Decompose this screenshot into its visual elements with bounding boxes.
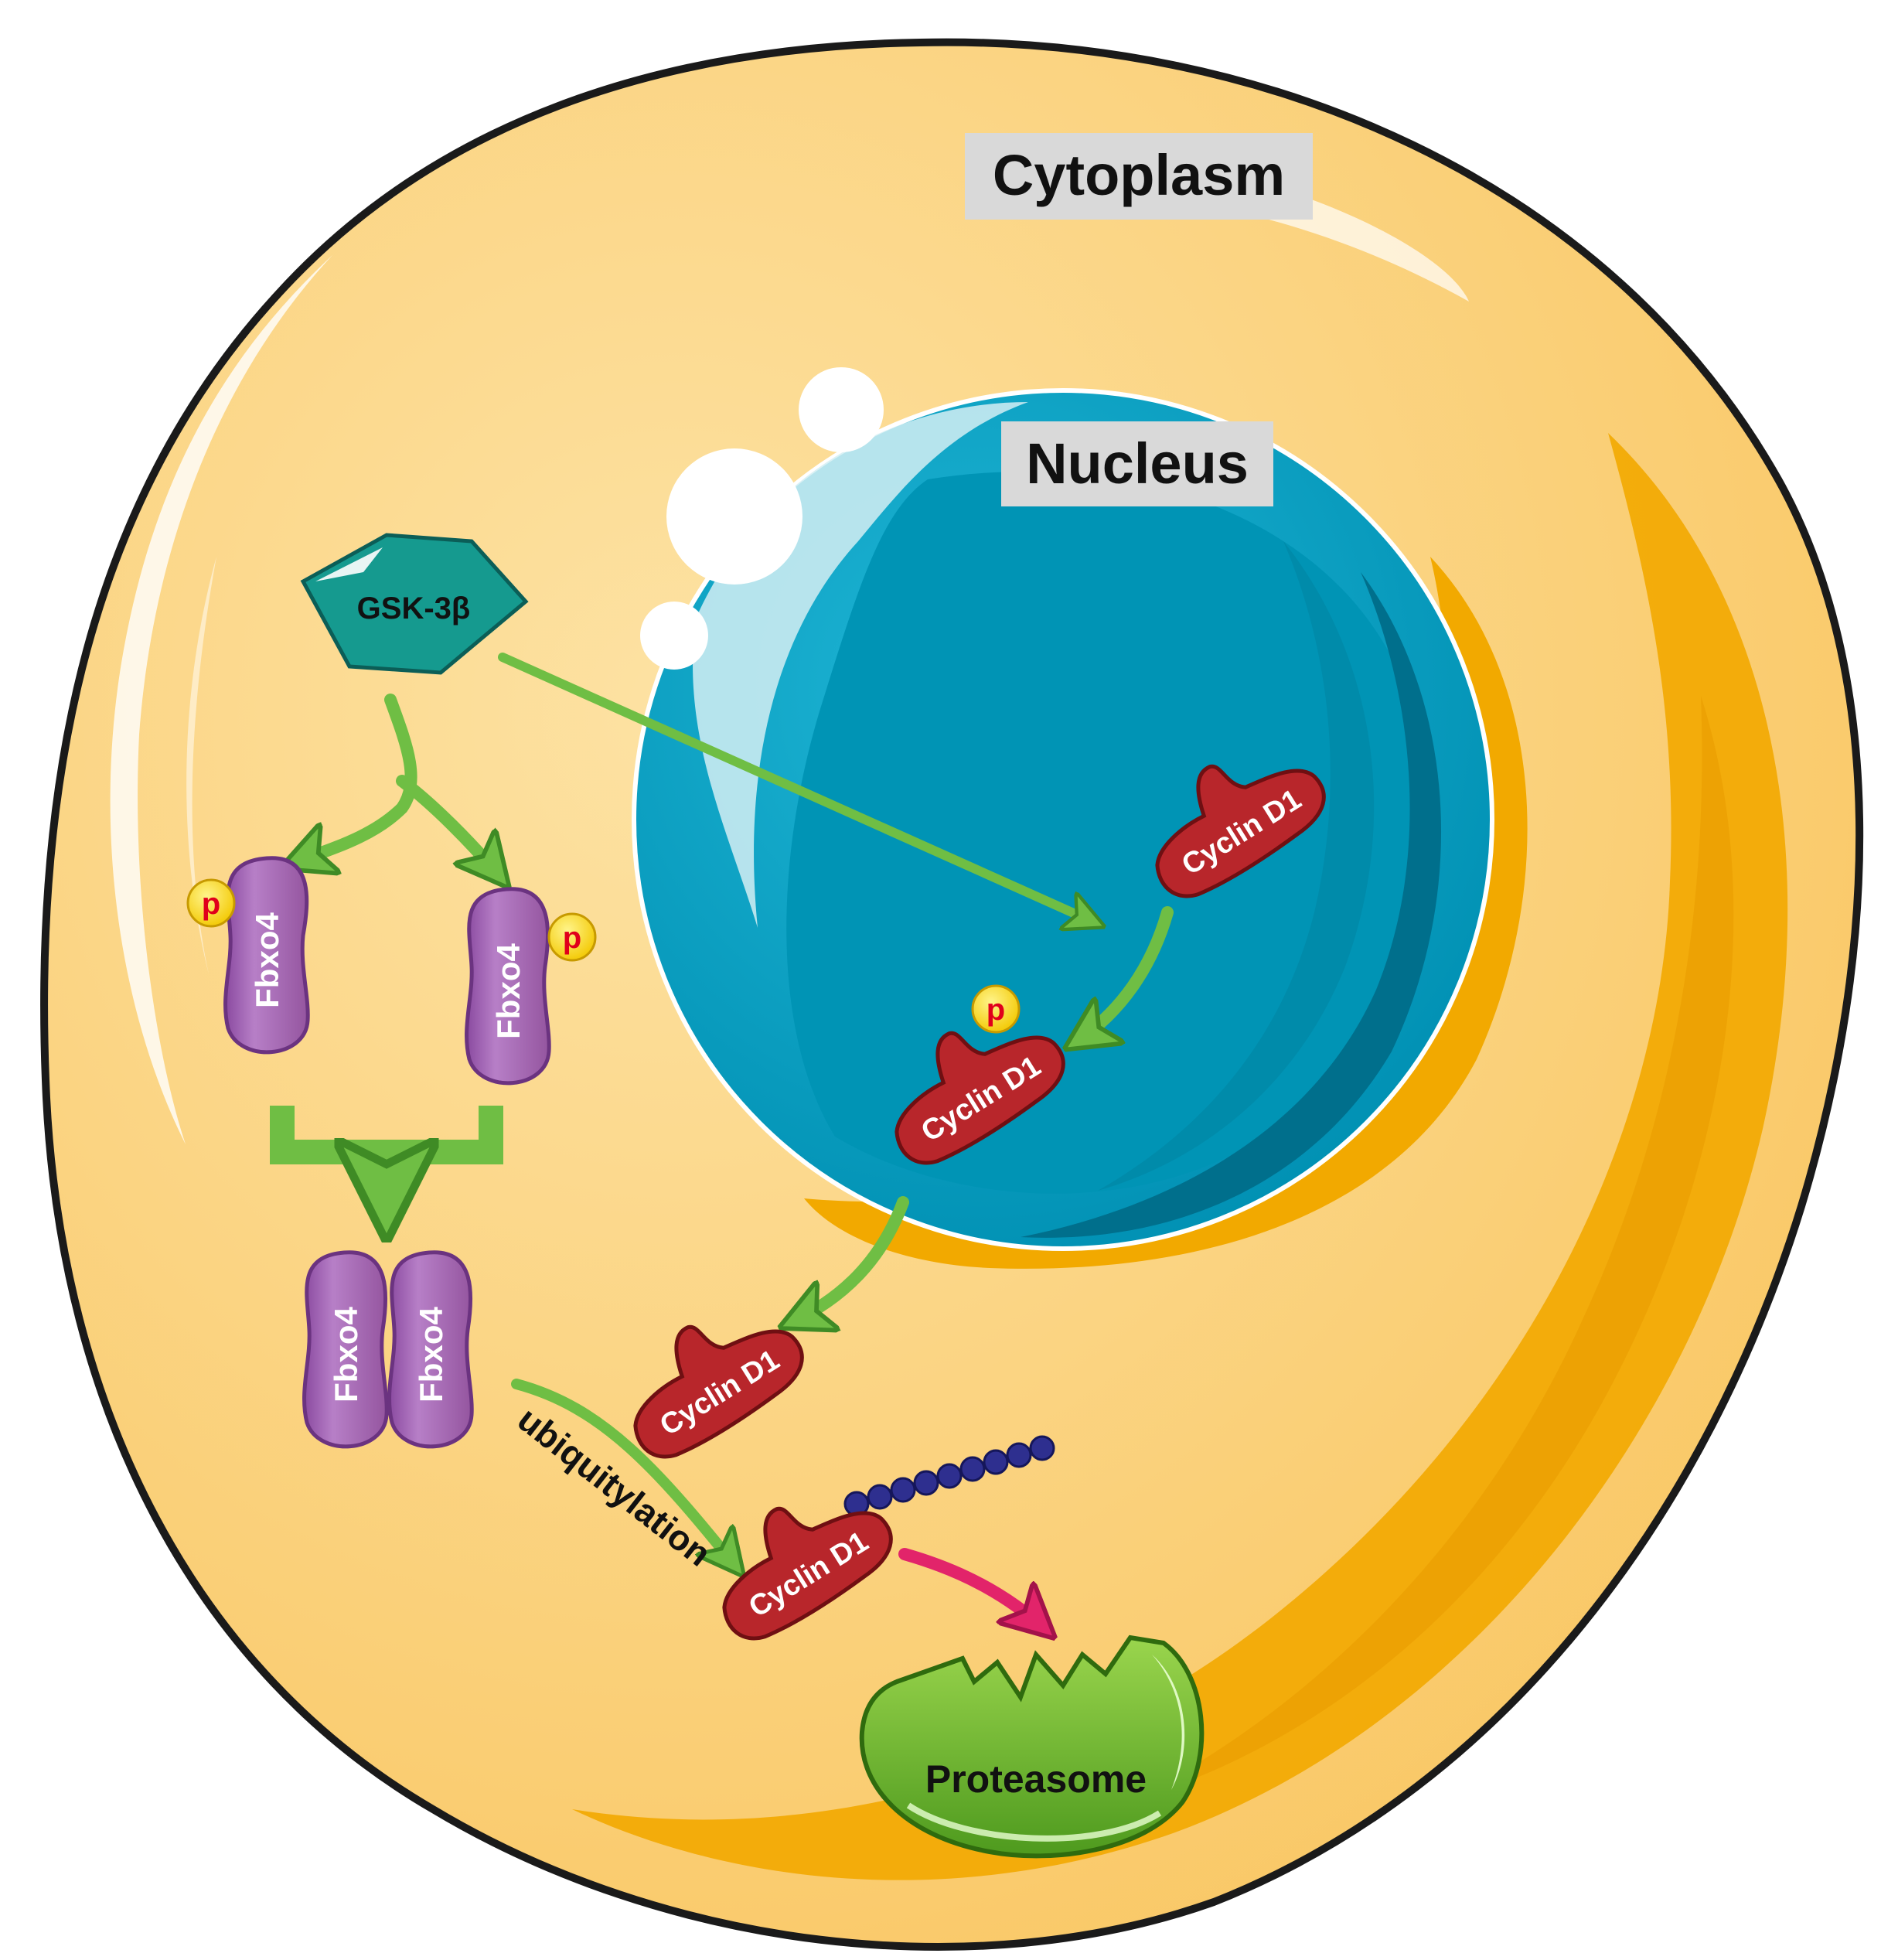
- cyclin-d1-body: [894, 1031, 1065, 1165]
- cyclin-d1-body: [1155, 764, 1326, 898]
- proteasome-body: [859, 1634, 1205, 1859]
- arrow-nuclear-export: [789, 1196, 909, 1324]
- arrows: [270, 653, 1174, 1631]
- vesicle-small: [640, 602, 708, 670]
- nucleus-mid-rim: [1098, 541, 1375, 1191]
- fbxo4-body: [223, 856, 310, 1055]
- cell-highlight-left-inner: [186, 557, 216, 974]
- arrow-ubiquitylation: [511, 1379, 738, 1570]
- phosphate-label: p: [563, 921, 581, 955]
- nucleus-label: Nucleus: [1001, 421, 1273, 506]
- fbxo4-phospho-right: Fbxo4 p: [465, 887, 597, 1086]
- fbxo4-body: [387, 1250, 474, 1449]
- fbxo4-phospho-left: Fbxo4 p: [186, 856, 310, 1055]
- phosphate-label: p: [202, 887, 220, 921]
- cytoplasm-label-text: Cytoplasm: [993, 143, 1285, 207]
- fbxo4-body: [302, 1250, 389, 1449]
- vesicle-medium: [799, 367, 884, 452]
- arrow-gsk3b-to-fbxo4-left: [290, 694, 417, 864]
- arrow-cyclin-phosphorylation: [1073, 906, 1174, 1044]
- cyclin-d1-nuclear: Cyclin D1: [1155, 764, 1326, 898]
- gsk3b-kinase: GSK-3β: [300, 533, 529, 675]
- fbxo4-label: Fbxo4: [490, 943, 526, 1039]
- proteasome: Proteasome: [859, 1634, 1205, 1859]
- arrow-to-proteasome: [898, 1548, 1048, 1631]
- nucleus-dark-rim: [1021, 572, 1442, 1238]
- ubiquitin-icon: [890, 1477, 916, 1503]
- arrow-gsk3b-to-cyclin: [498, 653, 1098, 924]
- cytoplasm-label-box: [965, 133, 1313, 220]
- phosphate-icon: [186, 878, 236, 928]
- proteasome-rim: [906, 1802, 1162, 1842]
- gsk3b-highlight: [315, 547, 383, 581]
- ubiquitin-icon: [867, 1484, 893, 1510]
- cyclin-phosphate: p: [971, 984, 1021, 1034]
- vesicle-large: [666, 448, 802, 585]
- cyclin-d1-body: [722, 1506, 893, 1641]
- nucleus: [632, 367, 1528, 1269]
- cytoplasm-label: Cytoplasm: [965, 133, 1313, 220]
- ubiquitin-chain: [843, 1435, 1055, 1517]
- arrow-gsk3b-to-fbxo4-right: [396, 775, 503, 880]
- fbxo4-label: Fbxo4: [328, 1307, 364, 1403]
- phosphate-label: p: [987, 993, 1005, 1027]
- ubiquitin-icon: [1006, 1442, 1032, 1468]
- nucleus-label-box: [1001, 421, 1273, 506]
- cytoplasm-shadow-deep: [1129, 696, 1734, 1801]
- fbxo4-label: Fbxo4: [249, 912, 285, 1008]
- fbxo4-label: Fbxo4: [413, 1307, 449, 1403]
- ubiquitin-icon: [936, 1463, 963, 1489]
- phosphate-icon: [547, 912, 597, 962]
- proteasome-label: Proteasome: [925, 1757, 1147, 1801]
- fbxo4-body: [465, 887, 551, 1086]
- ubiquitin-icon: [959, 1456, 986, 1482]
- gsk3b-label: GSK-3β: [357, 591, 471, 625]
- ubiquitin-icon: [983, 1449, 1009, 1475]
- nucleus-inner-region: [786, 471, 1426, 1194]
- ubiquitin-icon: [1029, 1435, 1055, 1461]
- nucleus-label-text: Nucleus: [1026, 431, 1249, 496]
- cyclin-d1-body: [633, 1324, 804, 1459]
- ubiquitin-icon: [913, 1470, 939, 1496]
- phosphate-icon: [971, 984, 1021, 1034]
- fbxo4-dimer: Fbxo4 Fbxo4: [302, 1250, 474, 1449]
